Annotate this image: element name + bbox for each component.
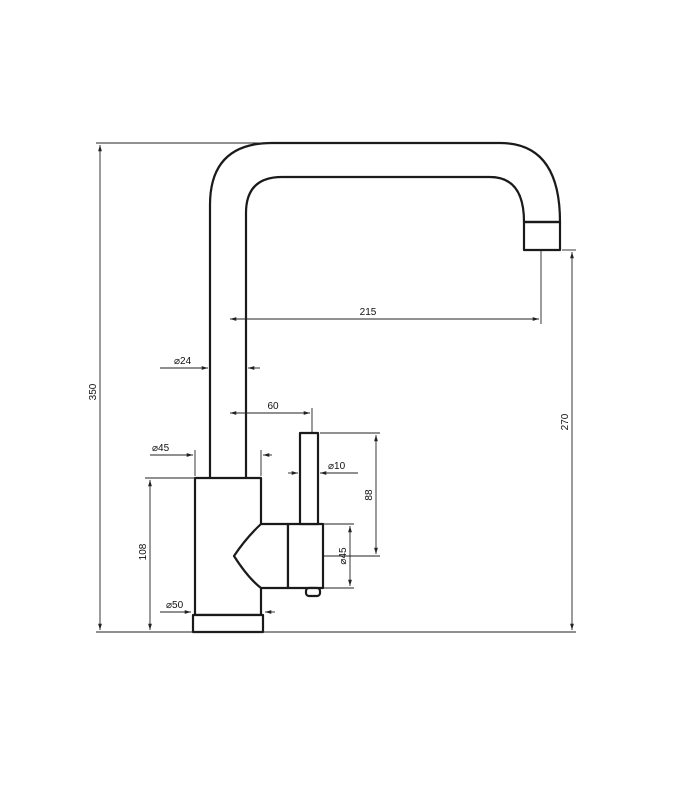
spout-inner-contour — [244, 175, 526, 480]
dim-handle-diameter: ⌀45 — [324, 523, 354, 589]
svg-text:⌀45: ⌀45 — [152, 443, 170, 454]
diameter-symbol: ⌀ — [174, 356, 180, 367]
dim-body-diameter: ⌀45 — [150, 443, 272, 476]
dim-base-height-value: 108 — [138, 543, 149, 560]
faucet-outline — [191, 141, 562, 634]
handle-cylinder — [286, 522, 325, 590]
dim-base-diameter: ⌀50 — [160, 600, 275, 614]
svg-text:⌀10: ⌀10 — [328, 461, 346, 472]
spout-outer-contour — [208, 141, 562, 480]
faucet-base-plate — [191, 613, 265, 634]
handle-cap — [304, 586, 322, 598]
dim-outlet-height: 270 — [560, 249, 576, 630]
diameter-symbol: ⌀ — [166, 600, 172, 611]
dim-overall-height-value: 350 — [88, 383, 99, 400]
svg-text:⌀45: ⌀45 — [338, 547, 349, 565]
dim-lever-length: 88 — [320, 432, 380, 557]
dim-lever-diameter: ⌀10 — [288, 461, 358, 475]
svg-text:⌀24: ⌀24 — [174, 356, 192, 367]
dimensions: 350 270 215 ⌀24 60 — [88, 142, 576, 633]
dim-handle-diameter-value: 45 — [338, 547, 349, 559]
svg-text:⌀50: ⌀50 — [166, 600, 184, 611]
dim-spout-diameter-value: 24 — [180, 356, 192, 367]
diameter-symbol: ⌀ — [328, 461, 334, 472]
dim-lever-diameter-value: 10 — [334, 461, 346, 472]
dim-base-height: 108 — [138, 477, 195, 630]
dim-body-diameter-value: 45 — [158, 443, 170, 454]
dim-base-diameter-value: 50 — [172, 600, 184, 611]
dim-lever-offset: 60 — [230, 401, 313, 432]
spout-aerator — [522, 220, 562, 252]
dim-spout-diameter: ⌀24 — [160, 356, 260, 370]
diameter-symbol: ⌀ — [152, 443, 158, 454]
dim-lever-offset-value: 60 — [267, 401, 279, 412]
dim-overall-height: 350 — [88, 142, 576, 633]
dim-lever-length-value: 88 — [364, 489, 375, 501]
dim-spout-reach: 215 — [230, 250, 542, 324]
lever-rod — [298, 431, 320, 526]
dim-spout-reach-value: 215 — [360, 307, 377, 318]
handle-cone — [232, 522, 290, 590]
dim-outlet-height-value: 270 — [560, 413, 571, 430]
diameter-symbol: ⌀ — [338, 559, 349, 565]
